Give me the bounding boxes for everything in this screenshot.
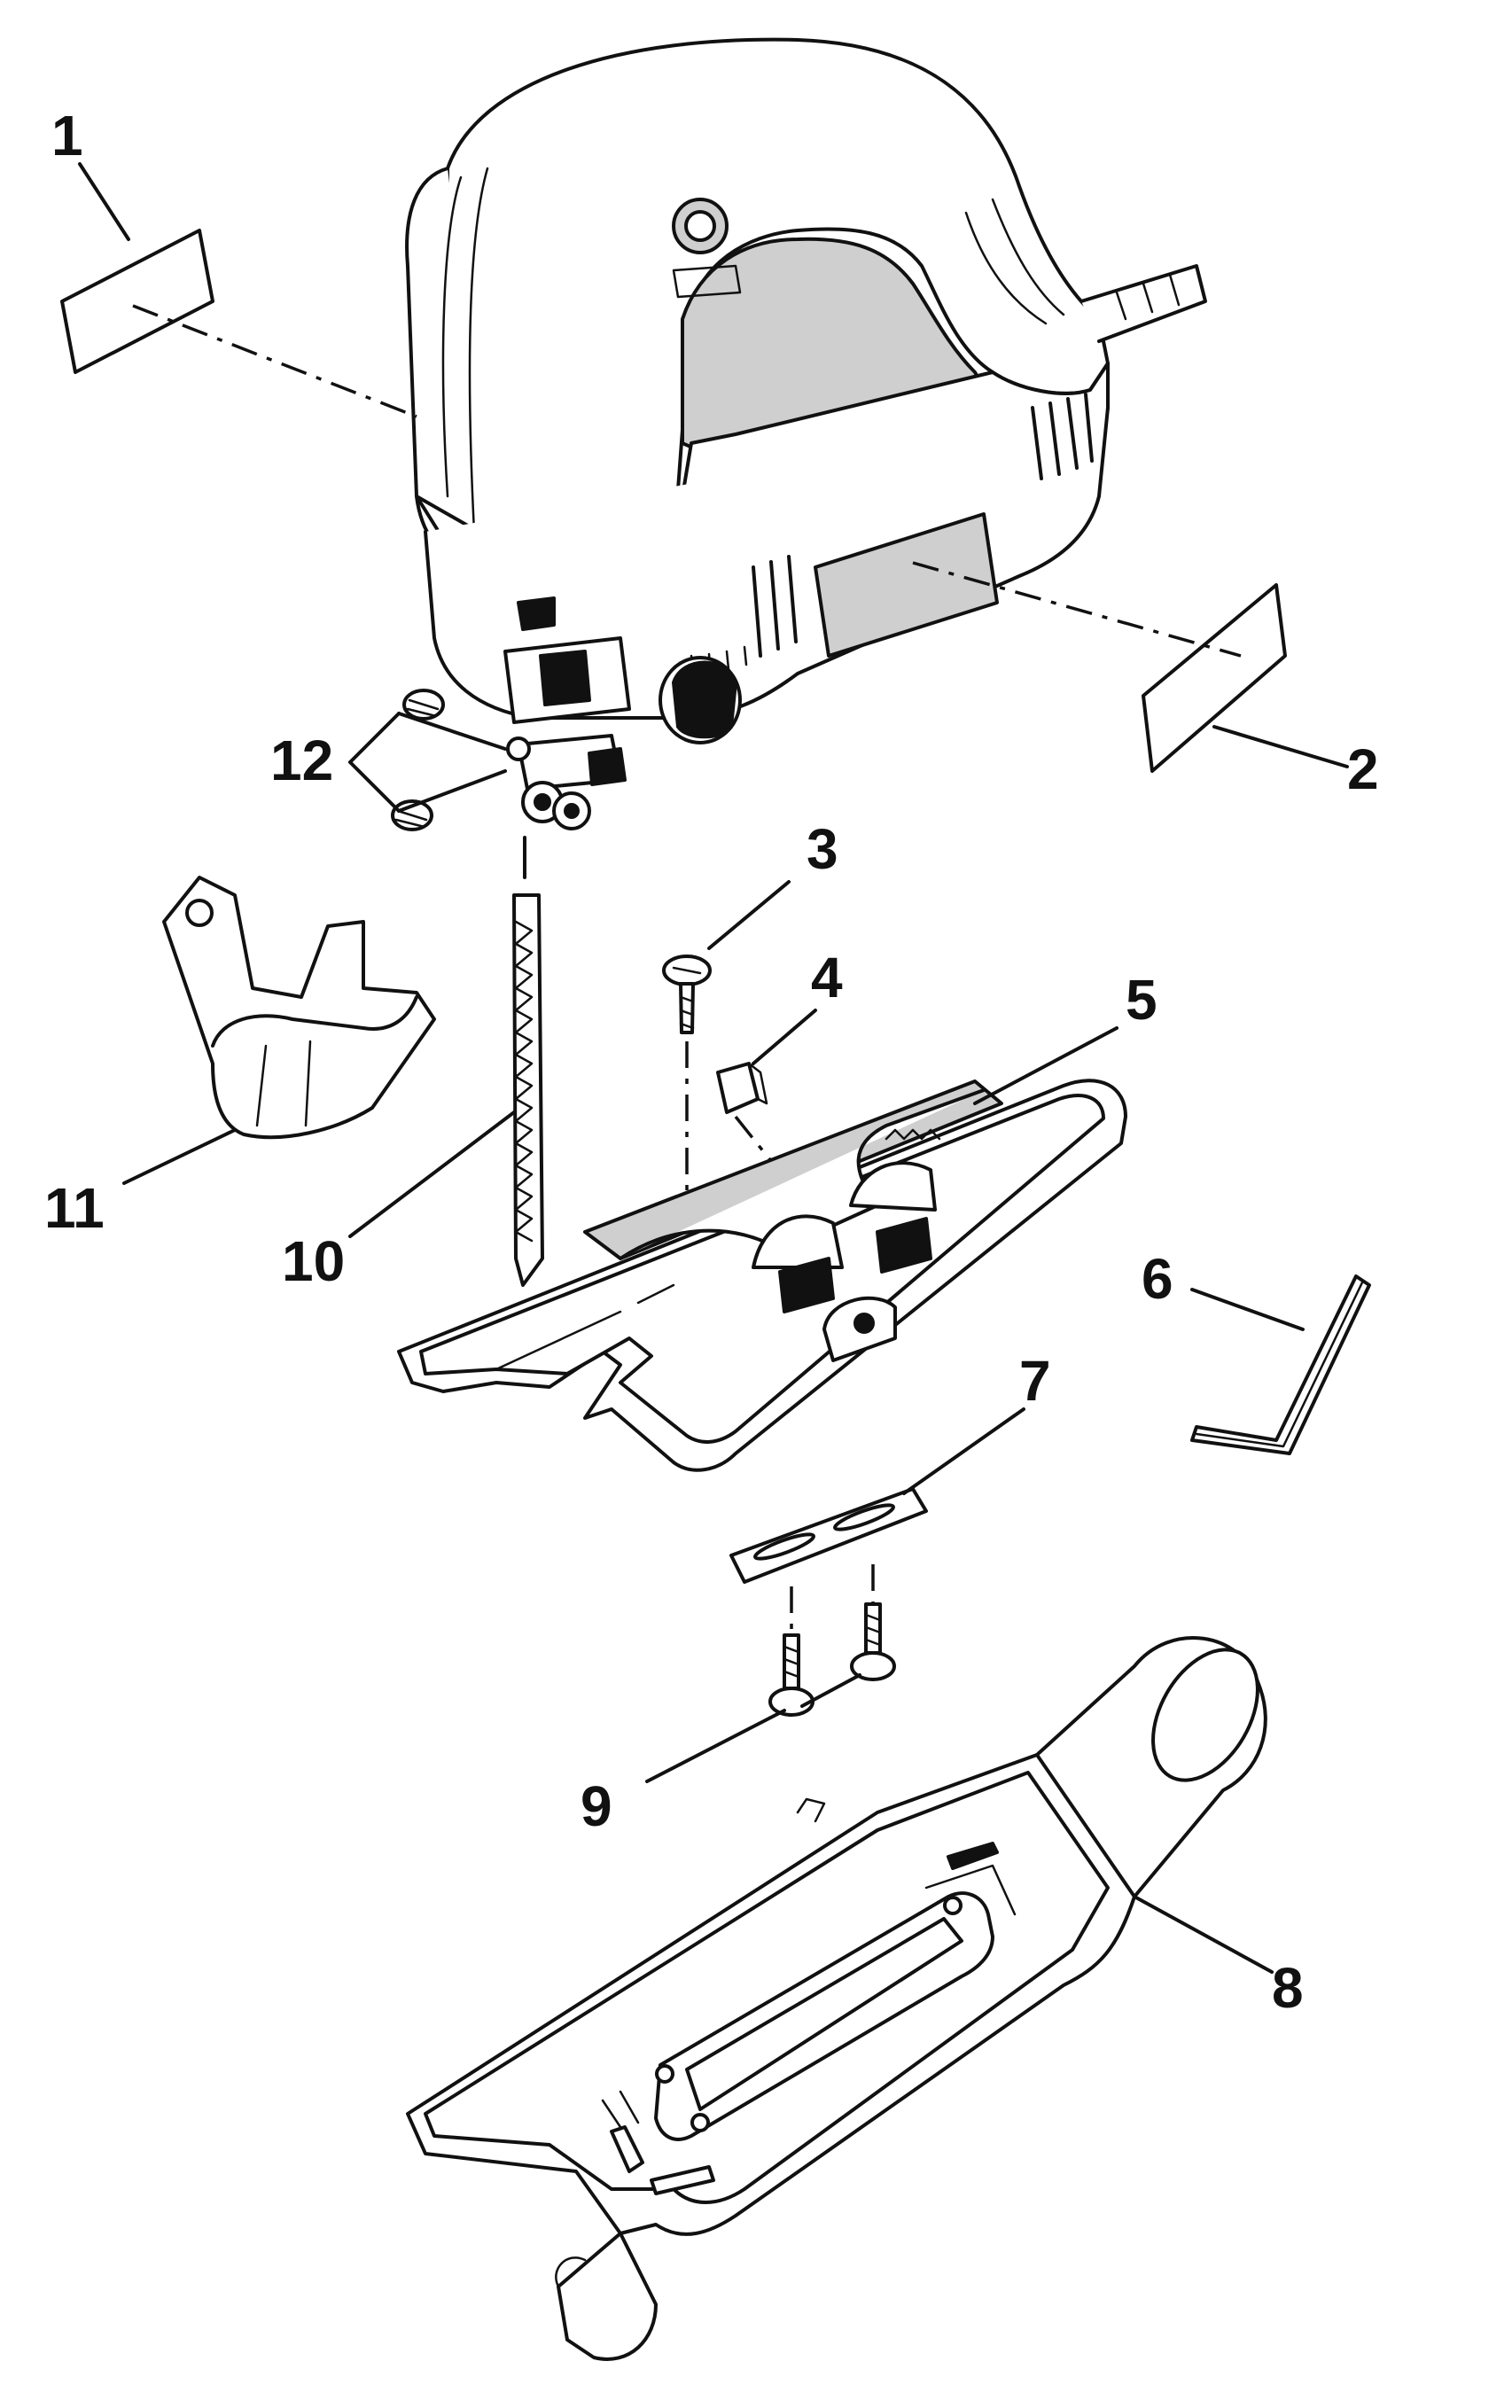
callout-7: 7 <box>1019 1349 1051 1413</box>
callout-8: 8 <box>1272 1956 1304 2020</box>
part-8-dust-adaptor <box>406 1636 1274 2361</box>
callout-5: 5 <box>1126 968 1157 1032</box>
part-1-label-plate <box>60 162 417 418</box>
callout-10: 10 <box>282 1229 345 1293</box>
callout-9: 9 <box>581 1774 612 1838</box>
part-11-blade-guard <box>122 876 436 1185</box>
part-4-nut <box>716 1009 817 1163</box>
part-7-insert-plate <box>729 1407 1025 1584</box>
part-10-blade <box>348 836 544 1287</box>
callout-3: 3 <box>807 817 838 881</box>
callout-6: 6 <box>1142 1247 1173 1311</box>
callout-4: 4 <box>811 946 843 1009</box>
callout-1: 1 <box>51 104 83 168</box>
callout-labels: 1 2 3 4 5 6 7 8 9 10 11 12 <box>44 104 1379 2020</box>
part-12-screws <box>348 689 507 831</box>
callout-12: 12 <box>270 729 333 792</box>
callout-11: 11 <box>44 1176 105 1240</box>
part-5-base-plate <box>397 1026 1127 1472</box>
part-2-label-plate <box>912 561 1349 773</box>
part-3-screw <box>662 880 791 1201</box>
part-9-screws <box>645 1564 896 1783</box>
callout-2: 2 <box>1347 737 1379 801</box>
jigsaw-housing <box>405 37 1207 830</box>
part-6-hex-key <box>1190 1274 1371 1455</box>
